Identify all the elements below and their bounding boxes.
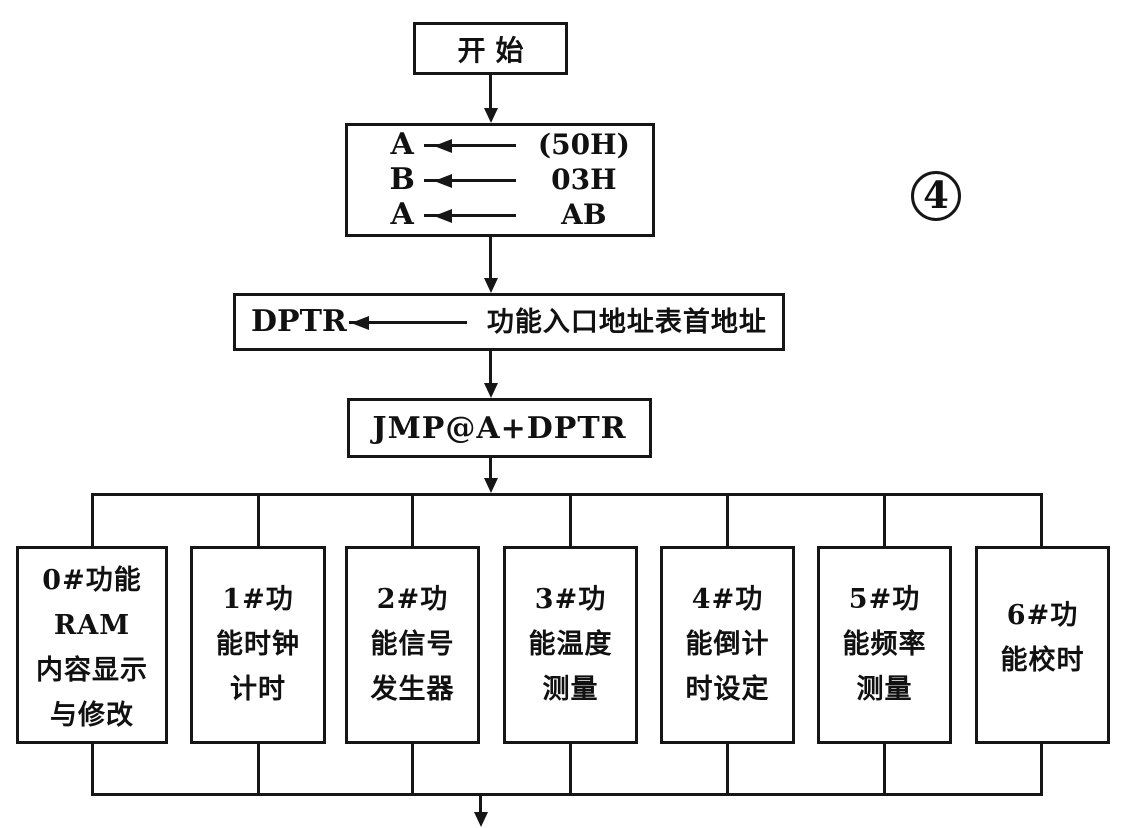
branch-line-text: 与修改 <box>50 700 134 731</box>
left-arrow-icon <box>424 138 516 153</box>
branch-stub <box>726 493 729 546</box>
branch-line-text: 能时钟 <box>216 629 300 660</box>
branch-line-text: 能温度 <box>528 629 613 660</box>
branch-line-text: 3#功 <box>534 584 607 615</box>
branch-line-text: RAM <box>53 610 131 641</box>
merge-rail-bottom <box>91 793 1043 796</box>
branch-stub <box>411 493 414 546</box>
branch-stub <box>91 493 94 546</box>
branch-line-text: 能校时 <box>1000 645 1085 676</box>
merge-stub <box>257 744 260 796</box>
connector-line <box>479 793 482 814</box>
dptr-target: DPTR <box>251 304 347 339</box>
connector-line <box>489 237 492 283</box>
assign-target: A <box>390 127 414 162</box>
branch-line-text: 测量 <box>542 674 599 705</box>
branch-box-2: 2#功 能信号 发生器 <box>345 546 480 744</box>
merge-stub <box>883 744 886 796</box>
branch-stub <box>257 493 260 546</box>
jump-box: JMP@A+DPTR <box>347 398 652 458</box>
assign-box: A (50H) B 03H A AB <box>345 123 655 237</box>
arrow-down-icon <box>484 478 498 493</box>
assign-row: A (50H) <box>386 128 652 163</box>
branch-box-3: 3#功 能温度 测量 <box>503 546 638 744</box>
branch-line-text: 能信号 <box>370 629 455 660</box>
arrow-down-icon <box>474 812 488 827</box>
start-box: 开始 <box>413 22 568 75</box>
branch-line-text: 2#功 <box>376 584 449 615</box>
connector-line <box>489 458 492 480</box>
figure-number: 4 <box>923 172 949 217</box>
branch-line-text: 内容显示 <box>36 655 148 686</box>
assign-row: B 03H <box>386 163 652 198</box>
connector-line <box>489 75 492 113</box>
jump-label: JMP@A+DPTR <box>372 410 627 446</box>
connector-line <box>489 351 492 388</box>
branch-stub <box>883 493 886 546</box>
merge-stub <box>569 744 572 796</box>
left-arrow-icon <box>424 173 516 188</box>
branch-stub <box>1040 493 1043 546</box>
branch-line-text: 时设定 <box>685 674 770 705</box>
assign-value: AB <box>561 198 607 231</box>
assign-row: A AB <box>386 198 652 233</box>
merge-stub <box>1040 744 1043 796</box>
branch-line-text: 5#功 <box>848 584 921 615</box>
arrow-down-icon <box>484 108 498 123</box>
branch-box-6: 6#功 能校时 <box>975 546 1110 744</box>
branch-stub <box>569 493 572 546</box>
dptr-box: DPTR 功能入口地址表首地址 <box>233 293 785 351</box>
branch-line-text: 计时 <box>230 674 286 705</box>
branch-box-1: 1#功 能时钟 计时 <box>190 546 326 744</box>
assign-target: A <box>390 197 414 232</box>
figure-number-badge: 4 <box>911 171 961 221</box>
branch-line-text: 4#功 <box>691 584 764 615</box>
assign-value: (50H) <box>537 128 630 161</box>
branch-line-text: 1#功 <box>222 584 294 615</box>
merge-stub <box>726 744 729 796</box>
merge-stub <box>411 744 414 796</box>
merge-stub <box>91 744 94 796</box>
assign-value: 03H <box>551 163 617 196</box>
left-arrow-icon <box>348 315 467 330</box>
arrow-down-icon <box>484 278 498 293</box>
arrow-down-icon <box>484 383 498 398</box>
dptr-value: 功能入口地址表首地址 <box>486 306 767 338</box>
branch-rail-top <box>91 493 1043 496</box>
branch-line-text: 能倒计 <box>685 629 770 660</box>
branch-line-text: 6#功 <box>1006 600 1079 631</box>
branch-box-5: 5#功 能频率 测量 <box>817 546 952 744</box>
start-label: 开始 <box>457 33 534 67</box>
assign-target: B <box>389 162 415 197</box>
branch-line-text: 发生器 <box>370 674 455 705</box>
branch-box-4: 4#功 能倒计 时设定 <box>660 546 795 744</box>
left-arrow-icon <box>424 208 516 223</box>
branch-line-text: 测量 <box>856 674 913 705</box>
branch-box-0: 0#功能 RAM 内容显示 与修改 <box>16 546 168 744</box>
branch-line-text: 能频率 <box>842 629 927 660</box>
branch-line-text: 0#功能 <box>42 565 142 596</box>
